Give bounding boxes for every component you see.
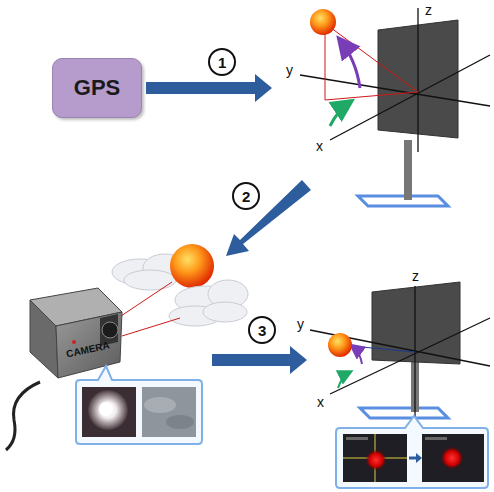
axis-label: y	[297, 317, 304, 331]
source-box: GPS	[52, 58, 142, 118]
axis-label: x	[317, 395, 324, 409]
callout-number: 3	[258, 323, 266, 338]
axis-label: y	[286, 63, 293, 77]
axis-label: z	[425, 3, 432, 17]
axis-label: x	[316, 139, 323, 153]
callout-number: 1	[218, 55, 226, 70]
callout-number: 2	[242, 189, 250, 204]
axis-label: z	[412, 269, 419, 283]
node-text: GPS	[74, 75, 120, 101]
